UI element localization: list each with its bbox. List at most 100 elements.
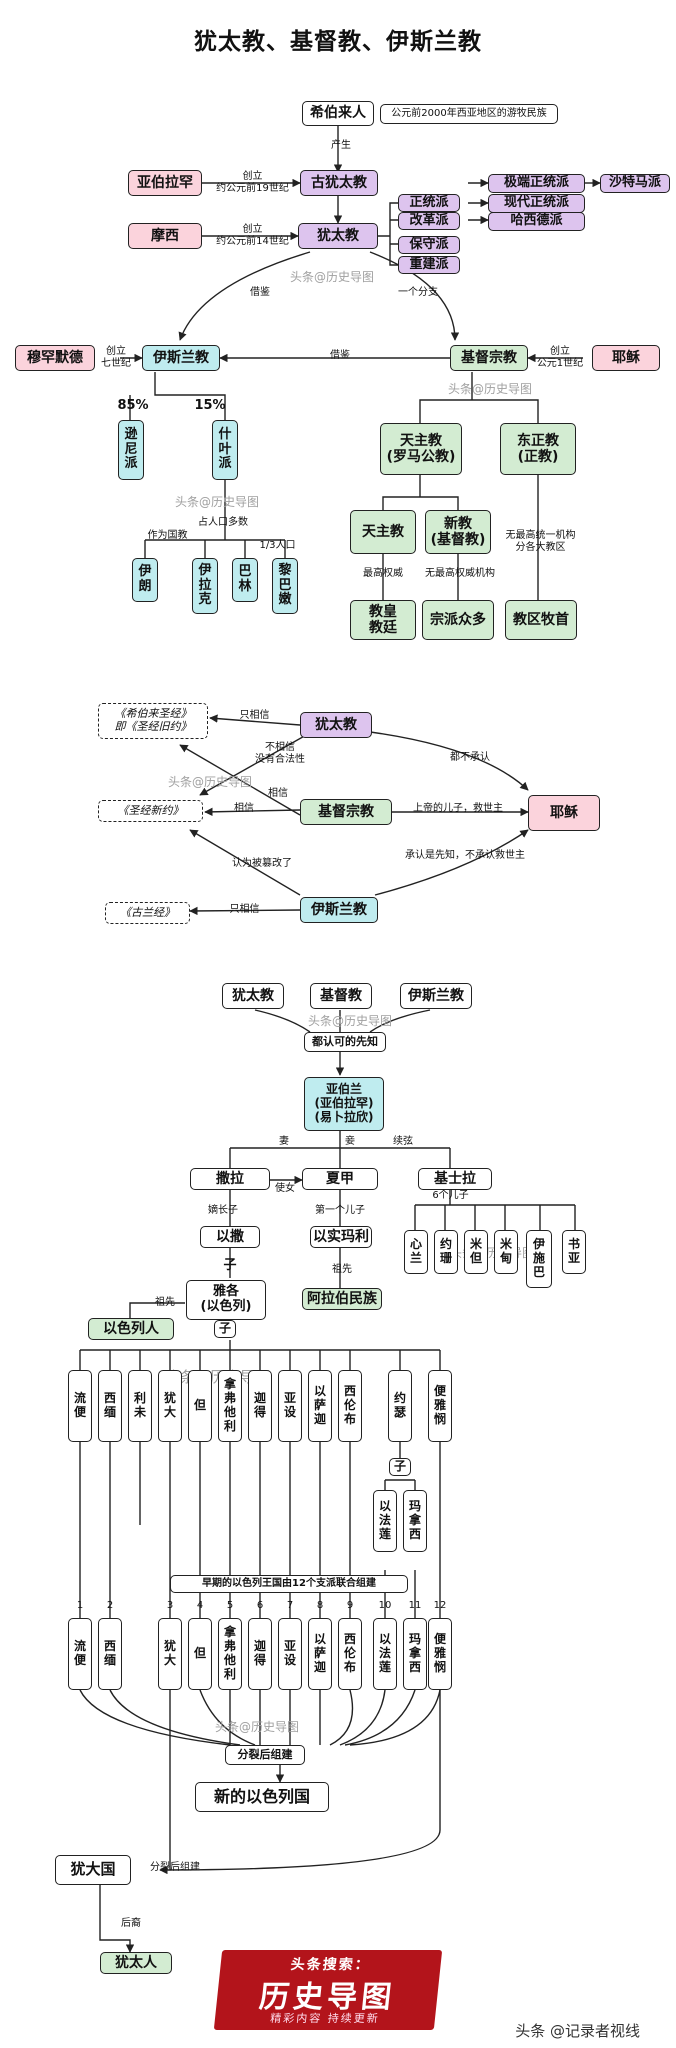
node-son-11: 约 瑟 [388,1370,412,1442]
tribe-number: 6 [256,1600,264,1611]
node-tribe-9: 西 伦 布 [338,1618,362,1690]
page-title: 犹太教、基督教、伊斯兰教 [194,29,482,55]
node-iraq: 伊 拉 克 [192,558,218,614]
node-ancient-judaism: 古犹太教 [300,170,378,196]
node-tribe-7: 亚 设 [278,1618,302,1690]
node-reconstruct: 重建派 [398,256,460,274]
banner-line-3: 精彩内容 持续更新 [269,2012,381,2025]
node-modern-orthodox: 现代正统派 [488,194,585,213]
node-keturah-son-6: 书 亚 [562,1230,586,1274]
node-hebrew-bible: 《希伯来圣经》 即《圣经旧约》 [98,703,208,739]
node-abraham: 亚伯拉罕 [128,170,202,196]
node-bishop: 教区牧首 [505,600,577,640]
tribe-number: 3 [166,1600,174,1611]
label-altered: 认为被篡改了 [232,858,292,869]
node-keturah-son-2: 约 珊 [434,1230,458,1274]
node-ultra-orthodox: 极端正统派 [488,174,585,193]
watermark: 头条@历史导图 [448,382,533,396]
node-iran: 伊 朗 [132,558,158,602]
node-christianity-2: 基督宗教 [300,799,392,825]
node-islam-2: 伊斯兰教 [300,897,378,923]
label-son-of-god: 上帝的儿子，救世主 [413,803,503,814]
node-son-4: 犹 大 [158,1370,182,1442]
node-tribe-11: 玛 拿 西 [403,1618,427,1690]
node-son-6: 拿 弗 他 利 [218,1370,242,1442]
tribe-number: 9 [346,1600,354,1611]
tribe-number: 12 [433,1600,447,1611]
node-pope: 教皇 教廷 [350,600,416,640]
node-muhammad: 穆罕默德 [15,345,95,371]
brand-banner: 头条搜索： 历史导图 精彩内容 持续更新 [213,1950,443,2030]
node-keturah-son-4: 米 甸 [494,1230,518,1274]
tribe-number: 1 [76,1600,84,1611]
label-only-believe: 只相信 [239,710,270,721]
node-keturah-son-3: 米 但 [464,1230,488,1274]
node-christianity: 基督宗教 [450,345,528,371]
node-son-8: 亚 设 [278,1370,302,1442]
node-hebrew: 希伯来人 [302,101,374,126]
label-founded-jesus: 创立 公元1世纪 [536,346,584,369]
node-joseph-son: 子 [389,1458,411,1476]
banner-line-1: 头条搜索： [289,1957,372,1973]
label-borrow-2: 借鉴 [330,350,350,361]
node-ephraim: 以 法 莲 [373,1490,397,1552]
watermark: 头条@历史导图 [290,270,375,284]
node-tribe-5: 拿 弗 他 利 [218,1618,242,1690]
watermark: 头条@历史导图 [450,1246,535,1260]
node-catholic: 天主教 (罗马公教) [380,423,462,475]
node-son-7: 迦 得 [248,1370,272,1442]
node-ishmael: 以实玛利 [310,1226,372,1248]
node-son-3: 利 未 [128,1370,152,1442]
node-new-testament: 《圣经新约》 [98,800,203,822]
label-third: 1/3人口 [259,540,296,551]
label-concubine: 妾 [345,1136,355,1147]
node-sects: 宗派众多 [422,600,494,640]
node-jesus: 耶稣 [592,345,660,371]
label-believe-1: 相信 [268,788,288,799]
node-son-10: 西 伦 布 [338,1370,362,1442]
label-15: 15% [194,398,226,413]
label-successor: 续弦 [393,1136,413,1147]
tribe-number: 2 [106,1600,114,1611]
node-catholic-2: 天主教 [350,510,416,554]
label-son: 子 [223,1258,237,1273]
node-keturah-son-5: 伊 施 巴 [526,1230,552,1288]
label-produce: 产生 [331,140,351,151]
label-prophet: 承认是先知，不承认救世主 [405,850,525,861]
label-descend: 后裔 [121,1918,141,1929]
node-son-5: 但 [188,1370,212,1442]
node-judaism: 犹太教 [298,223,378,249]
node-manasseh: 玛 拿 西 [403,1490,427,1552]
label-split-2: 分裂后组建 [150,1862,200,1873]
credit-text: 头条 @记录者视线 [515,2022,640,2040]
label-wife: 妻 [279,1136,289,1147]
label-majority: 占人口多数 [198,517,248,528]
label-highest-authority: 最高权威 [363,568,403,579]
node-shia: 什 叶 派 [212,420,238,480]
tribe-number: 5 [226,1600,234,1611]
node-judaism-3: 犹太教 [222,983,284,1009]
label-borrow: 借鉴 [250,287,270,298]
node-orthodox: 正统派 [398,194,460,212]
node-jews: 犹太人 [100,1952,172,1974]
node-abraham-3: 亚伯兰 (亚伯拉罕) (易卜拉欣) [304,1077,384,1131]
node-protestant: 新教 (基督教) [425,510,491,554]
node-hasidic: 哈西德派 [488,212,585,231]
node-tribe-3: 犹 大 [158,1618,182,1690]
label-believe-2: 相信 [234,803,254,814]
tribe-number: 11 [408,1600,422,1611]
label-maid: 使女 [275,1183,295,1194]
label-ancestor-2: 祖先 [155,1297,175,1308]
label-founded-moses: 创立 约公元前14世纪 [216,224,289,247]
node-tribe-6: 迦 得 [248,1618,272,1690]
label-ancestor: 祖先 [332,1264,352,1275]
node-hagar: 夏甲 [302,1168,378,1190]
node-judaism-2: 犹太教 [300,712,372,738]
node-satmar: 沙特马派 [600,174,670,193]
node-tribe-1: 流 便 [68,1618,92,1690]
label-first-son: 第一个儿子 [315,1205,365,1216]
node-eastern-orthodox: 东正教 (正教) [500,423,576,475]
node-split-1: 分裂后组建 [225,1745,305,1765]
label-state-religion: 作为国教 [147,530,188,541]
node-keturah: 基士拉 [418,1168,492,1190]
